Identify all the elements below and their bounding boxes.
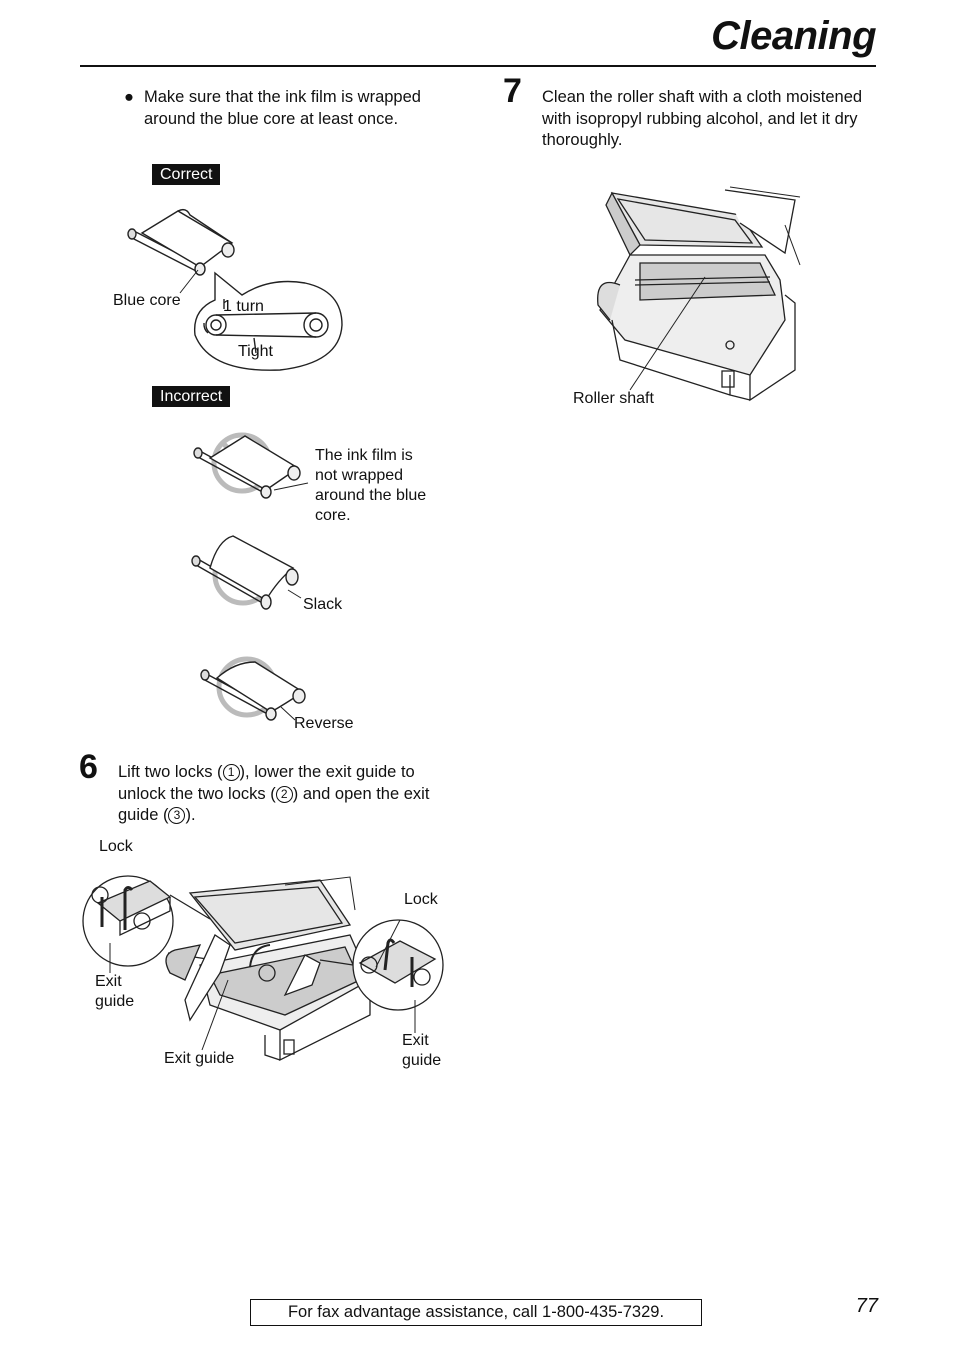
step-6-text: Lift two locks (1), lower the exit guide… [118,763,430,824]
correct-tag: Correct [152,164,221,185]
bullet-dot: ● [124,88,134,106]
lock-left-label: Lock [99,838,133,855]
step-6-number: 6 [79,748,98,786]
roller-shaft-label: Roller shaft [573,390,654,407]
incorrect-roll-slack [191,535,302,610]
step-6-illustration [82,875,444,1062]
step-7-text: Clean the roller shaft with a cloth mois… [542,88,863,149]
incorrect-tag: Incorrect [152,386,231,407]
marker-1: 1 [222,764,240,781]
title-rule [80,65,876,67]
footer-assistance: For fax advantage assistance, call 1-800… [250,1299,702,1326]
incorrect-roll-reverse [200,656,306,721]
blue-core-label: Blue core [113,292,181,309]
slack-label: Slack [303,596,343,613]
exit-guide-right-label: Exit guide [402,1032,442,1069]
step-7-illustration [597,186,801,402]
bullet-text: Make sure that the ink film is wrapped a… [144,88,421,128]
reverse-label: Reverse [294,715,354,732]
page-title: Cleaning [711,14,876,58]
exit-guide-left-label: Exit guide [95,973,135,1010]
marker-2: 2 [275,785,293,803]
tight-label: Tight [238,343,273,360]
lock-right-label: Lock [404,891,438,908]
exit-guide-center-label: Exit guide [164,1050,235,1067]
correct-roll-illustration [127,208,343,371]
marker-3: 3 [168,807,186,824]
step-7-number: 7 [503,72,522,110]
one-turn-label: 1 turn [223,298,264,315]
not-wrapped-label: The ink film is not wrapped around the b… [315,447,427,524]
page-number: 77 [855,1295,878,1317]
incorrect-roll-not-wrapped [193,432,309,499]
